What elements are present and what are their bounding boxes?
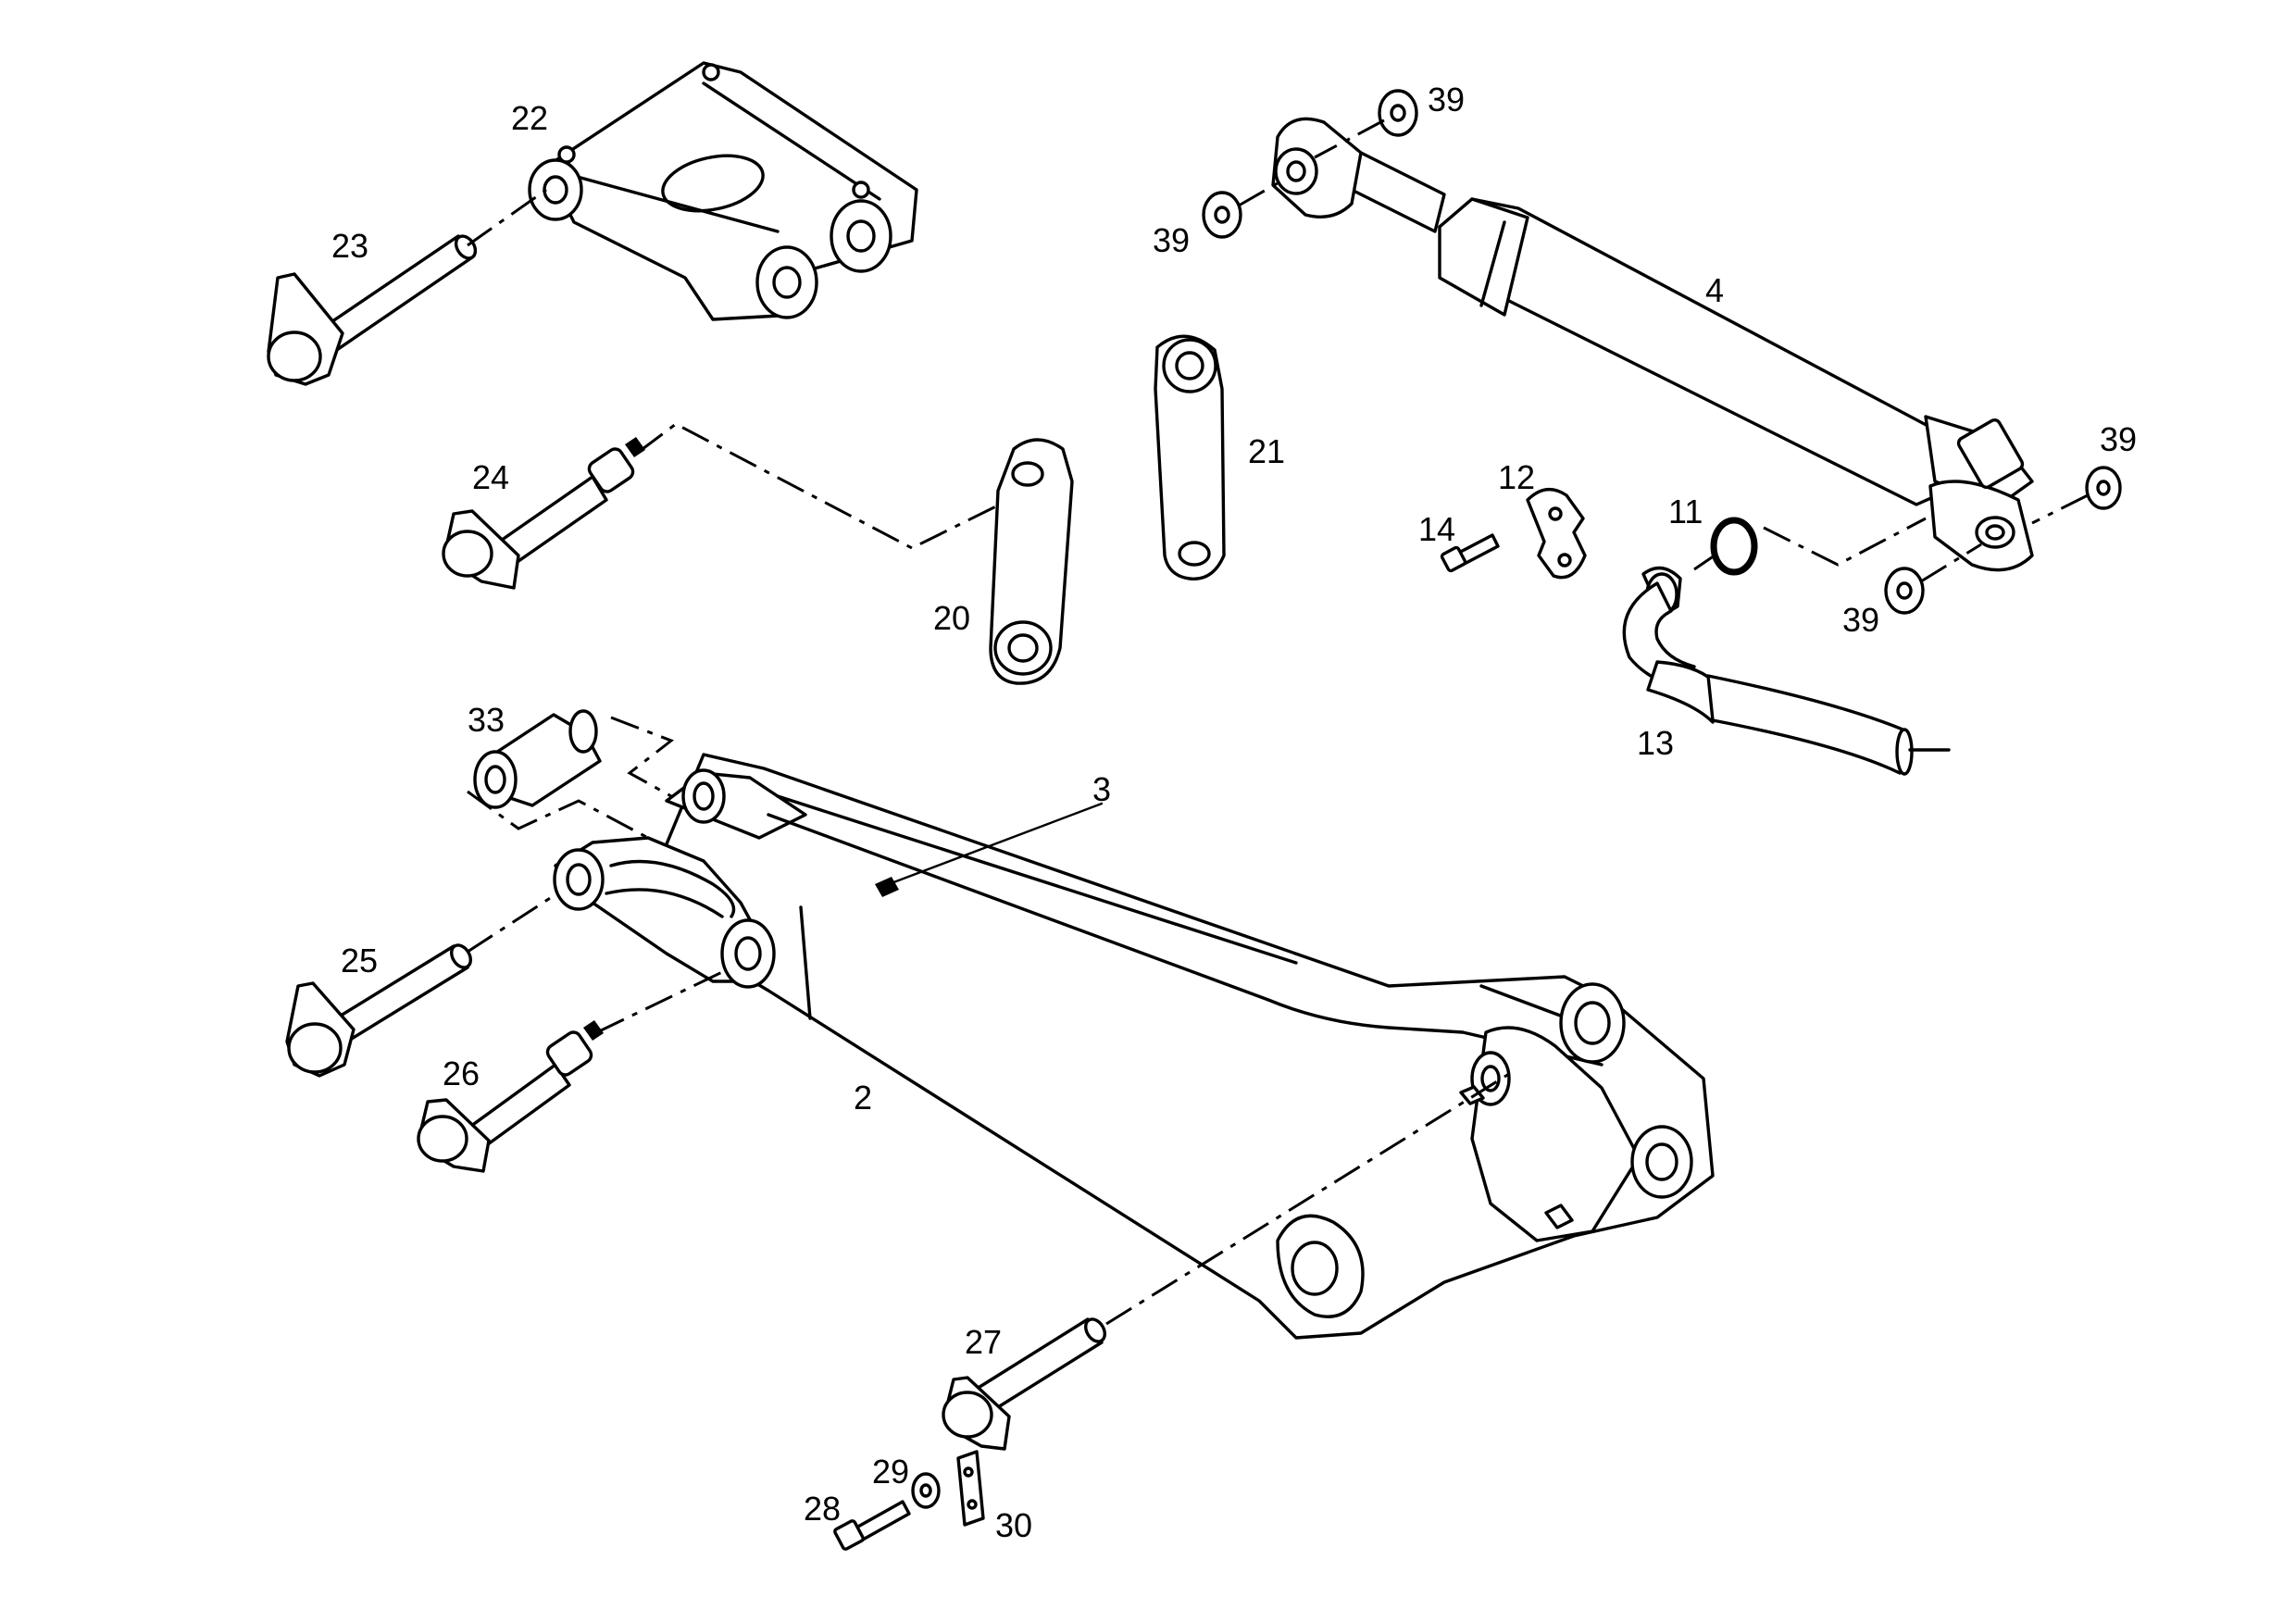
callout-23: 23 (331, 227, 368, 265)
part-2-main-arm (553, 753, 1715, 1340)
part-29-washer (911, 1472, 941, 1509)
part-33-bushings (467, 709, 675, 840)
callout-2: 2 (854, 1079, 872, 1117)
washer-39-top (1378, 89, 1418, 137)
callout-26: 26 (443, 1054, 480, 1092)
callout-13: 13 (1637, 724, 1674, 762)
part-39-washers (1202, 89, 2122, 615)
part-24-grease-pin (442, 422, 1019, 590)
washer-39-bottom (1884, 567, 1925, 615)
callout-39-bottom: 39 (1842, 601, 1879, 639)
part-30-lock-plate (956, 1450, 985, 1527)
part-12-clamp (1526, 487, 1587, 580)
part-25-pin (285, 892, 558, 1078)
part-3-grease-nipple (875, 802, 1104, 897)
callout-12: 12 (1498, 458, 1535, 496)
callout-24: 24 (472, 458, 509, 496)
part-14-bolt (1440, 533, 1500, 573)
callout-29: 29 (872, 1453, 909, 1491)
callout-39-left: 39 (1153, 221, 1190, 259)
part-13-hose (1622, 566, 1951, 776)
callout-labels: 22 23 24 20 21 39 39 4 39 39 11 12 14 13… (331, 81, 2137, 1544)
part-22-rocker-bracket (528, 61, 918, 321)
part-11-o-ring (1693, 517, 1758, 576)
washer-39-left (1202, 191, 1242, 239)
callout-4: 4 (1705, 271, 1724, 309)
part-4-hydraulic-cylinder (1271, 117, 2034, 572)
callout-11: 11 (1668, 493, 1703, 530)
part-23-pin (267, 188, 547, 386)
callout-30: 30 (995, 1506, 1032, 1544)
callout-28: 28 (804, 1490, 841, 1528)
callout-22: 22 (511, 99, 548, 137)
callout-33: 33 (468, 701, 505, 739)
part-21-link (1154, 334, 1226, 580)
callout-14: 14 (1418, 510, 1455, 548)
callout-21: 21 (1248, 432, 1285, 470)
callout-39-top: 39 (1428, 81, 1465, 119)
callout-25: 25 (341, 942, 378, 979)
callout-3: 3 (1092, 770, 1111, 808)
washer-39-right (2085, 466, 2122, 510)
part-20-link (989, 438, 1074, 685)
part-26-grease-pin (417, 970, 723, 1173)
part-28-bolt (833, 1500, 911, 1551)
callout-39-right: 39 (2100, 420, 2137, 458)
callout-20: 20 (933, 599, 970, 637)
callout-27: 27 (965, 1323, 1002, 1361)
part-27-pin (942, 1072, 1510, 1451)
